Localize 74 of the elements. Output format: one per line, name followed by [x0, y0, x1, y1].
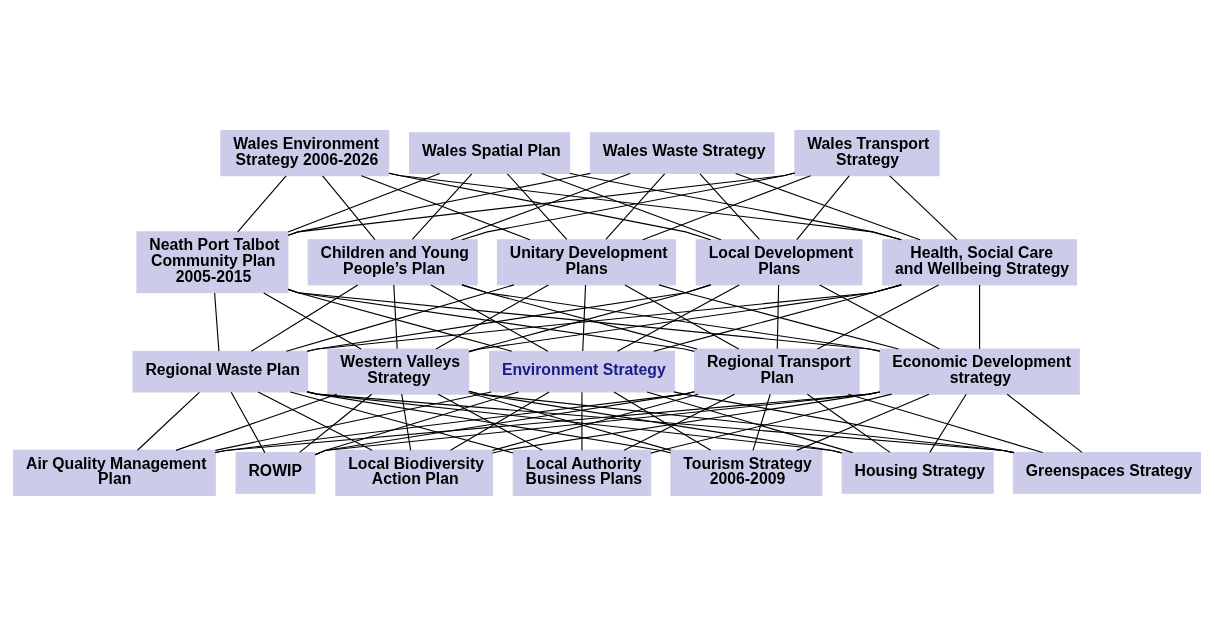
connector [393, 284, 398, 349]
connector [468, 391, 672, 451]
connector [699, 172, 760, 240]
connector [287, 172, 441, 233]
connector [388, 172, 902, 240]
node-box: Economic Development strategy [879, 348, 1080, 395]
node-box: Neath Port Talbot Community Plan 2005-2015 [136, 230, 289, 293]
node-box: Greenspaces Strategy [1012, 451, 1201, 494]
node-box: ROWIP [235, 451, 316, 494]
connector [506, 172, 568, 240]
connector [806, 393, 891, 453]
node-box: Wales Spatial Plan [409, 131, 571, 174]
node-box: Local Development Plans [695, 238, 863, 285]
connector [230, 391, 266, 453]
node-box: Wales Transport Strategy [794, 129, 940, 176]
connector [752, 393, 771, 451]
connector [796, 174, 850, 240]
connector [623, 393, 736, 451]
connector [650, 393, 893, 454]
connector [673, 390, 1015, 453]
node-box: Air Quality Management Plan [13, 449, 216, 496]
connector [360, 174, 531, 240]
connector [322, 174, 376, 240]
node-box: Wales Waste Strategy [589, 131, 775, 174]
node-box: Tourism Strategy 2006-2009 [670, 449, 823, 496]
connector [847, 393, 1044, 453]
connector [401, 393, 412, 451]
connector [796, 393, 930, 451]
node-box: Local Authority Business Plans [512, 449, 652, 496]
connector [776, 284, 780, 349]
node-box: Health, Social Care and Wellbeing Strategy [882, 238, 1078, 285]
connector [468, 390, 1015, 453]
connector [492, 393, 699, 451]
connector [450, 172, 631, 240]
connector [214, 390, 695, 453]
node-box: Wales Environment Strategy 2006-2026 [220, 129, 390, 176]
node-box: Western Valleys Strategy [327, 348, 470, 395]
connector [929, 393, 967, 453]
connector [491, 391, 881, 454]
connector [735, 172, 921, 240]
node-box: Environment Strategy [489, 350, 675, 392]
connector [541, 172, 722, 240]
connector [642, 174, 812, 240]
connector [461, 171, 796, 240]
connector [214, 391, 881, 453]
connector [257, 391, 373, 451]
connector [214, 291, 220, 352]
connector [263, 291, 362, 350]
node-box: Local Biodiversity Action Plan [335, 449, 493, 496]
connector [468, 390, 843, 453]
connector [450, 391, 550, 451]
connector [613, 391, 712, 451]
connector [411, 172, 473, 240]
connector [214, 390, 492, 451]
connector [569, 172, 902, 240]
node-box: Children and Young People’s Plan [307, 238, 478, 285]
node-box: Regional Transport Plan [694, 348, 860, 395]
connector [437, 393, 543, 451]
connector [646, 390, 854, 453]
node-box: Regional Waste Plan [132, 350, 309, 392]
node-box: Housing Strategy [841, 451, 994, 494]
connector [237, 174, 287, 232]
connector [582, 284, 587, 352]
connector [250, 284, 359, 352]
connector [889, 174, 958, 240]
node-box: Unitary Development Plans [496, 238, 676, 285]
connector [1006, 393, 1083, 453]
connector [605, 172, 666, 240]
connector [581, 391, 583, 451]
connector [175, 393, 338, 451]
connector [136, 391, 200, 451]
connector [306, 390, 1015, 453]
connector [299, 393, 373, 453]
connector [979, 284, 981, 349]
